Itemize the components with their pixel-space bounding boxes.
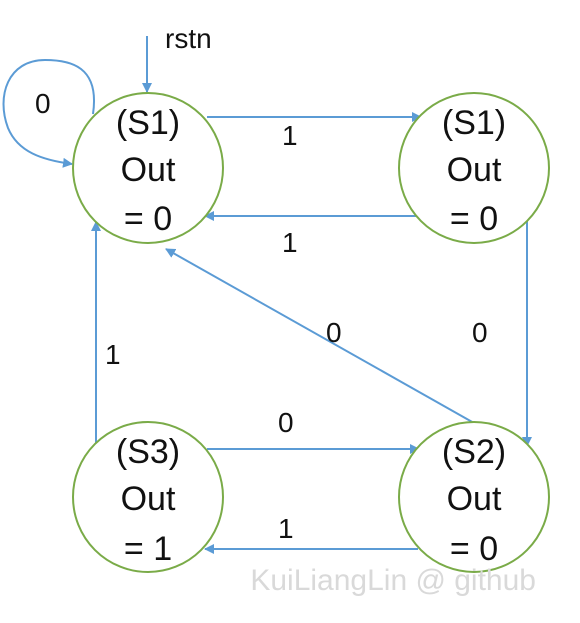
state-out-label: Out (121, 480, 176, 518)
transition-label-s3-to-s1: 1 (105, 339, 121, 370)
state-out-value: = 0 (124, 200, 172, 238)
state-name: (S2) (442, 433, 506, 471)
transition-label-s2-to-s3: 1 (278, 513, 294, 544)
transition-label-s3-to-s2: 0 (278, 407, 294, 438)
state-out-label: Out (447, 480, 502, 518)
transition-label-self-loop: 0 (35, 88, 51, 119)
state-node-s1: (S1) Out = 0 (72, 92, 224, 244)
state-out-value: = 0 (450, 530, 498, 568)
state-out-value: = 1 (124, 530, 172, 568)
transition-label-s1b-to-s1: 1 (282, 227, 298, 258)
watermark-text: KuiLiangLin @ github (250, 564, 536, 597)
state-name: (S3) (116, 433, 180, 471)
transition-self-loop-s1 (2, 58, 96, 168)
state-name: (S1) (442, 104, 506, 142)
state-name: (S1) (116, 104, 180, 142)
state-out-value: = 0 (450, 200, 498, 238)
reset-label: rstn (165, 23, 212, 54)
state-node-s2: (S2) Out = 0 (398, 421, 550, 573)
state-node-s1b: (S1) Out = 0 (398, 92, 550, 244)
transition-label-s1b-to-s2: 0 (472, 317, 488, 348)
state-node-s3: (S3) Out = 1 (72, 421, 224, 573)
transition-label-s1-to-s1b: 1 (282, 120, 298, 151)
state-out-label: Out (447, 151, 502, 189)
transition-s2-to-s1 (165, 248, 475, 424)
transition-label-s2-to-s1: 0 (326, 317, 342, 348)
state-out-label: Out (121, 151, 176, 189)
